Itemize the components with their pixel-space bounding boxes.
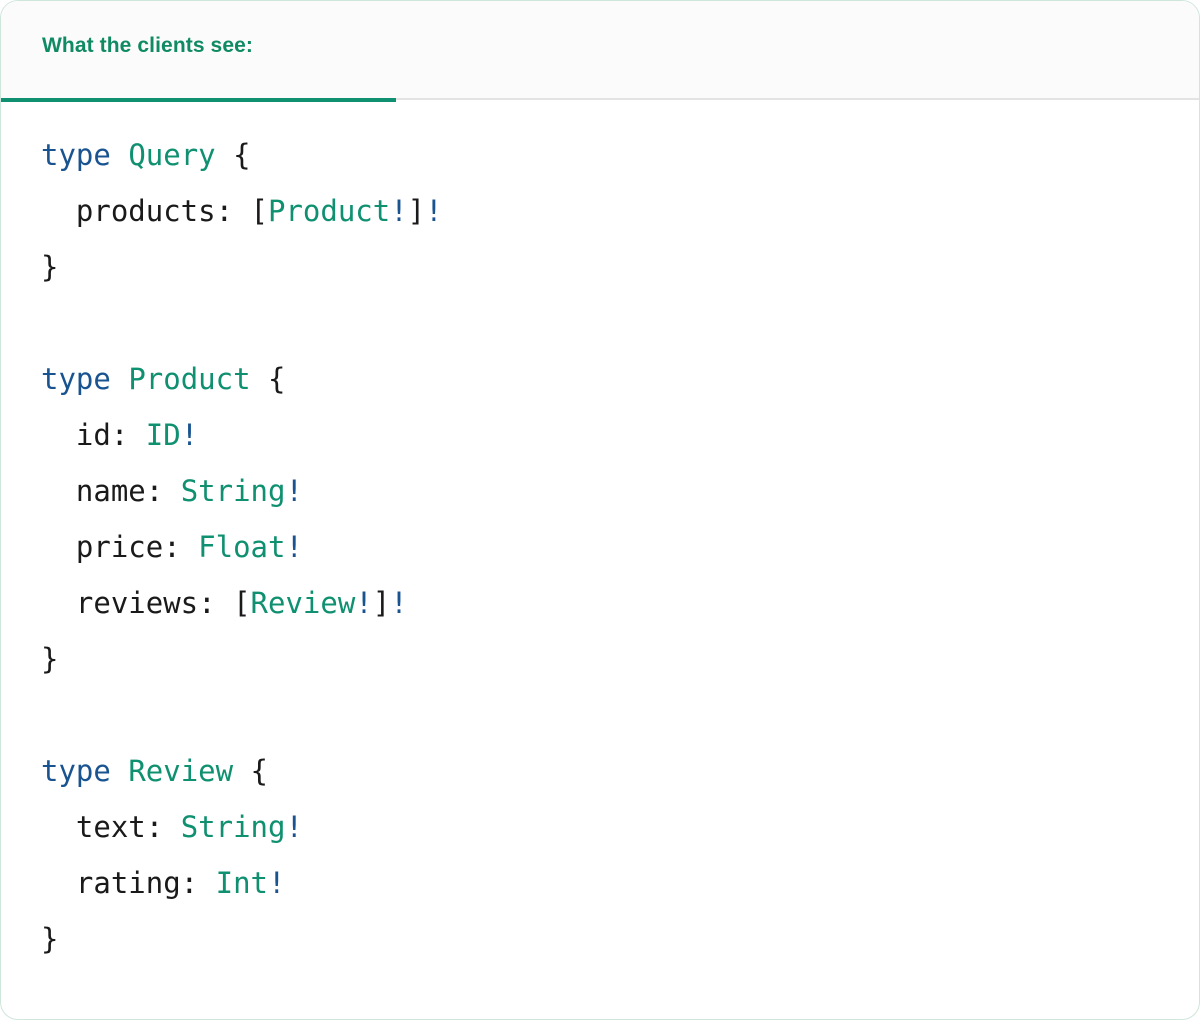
code-token-punc [111,138,128,172]
code-token-bang: ! [268,866,286,900]
code-token-type: Review [128,754,234,788]
code-token-punc: { [250,362,286,396]
tab-strip: What the clients see: [1,1,1199,102]
tab-what-the-clients-see[interactable]: What the clients see: [1,1,396,102]
code-token-punc: ] [407,194,426,228]
code-line: text: String! [41,799,1199,855]
code-token-bang: ! [285,474,303,508]
code-line: } [41,631,1199,687]
code-line: } [41,911,1199,967]
code-line: type Product { [41,351,1199,407]
code-token-bang: ! [355,586,373,620]
code-token-punc: } [41,922,59,956]
code-token-kw: type [41,362,111,396]
code-token-type: ID [145,418,181,452]
code-token-kw: type [41,138,111,172]
code-token-punc: ] [372,586,391,620]
code-token-punc [128,418,145,452]
code-token-type: Review [250,586,356,620]
code-area: type Query { products: [Product!]!} type… [1,100,1199,967]
code-token-punc: } [41,642,59,676]
code-token-type: Product [128,362,251,396]
code-line: reviews: [Review!]! [41,575,1199,631]
code-token-punc: [ [215,586,251,620]
code-token-type: String [180,810,286,844]
code-token-kw: type [41,754,111,788]
code-token-field: rating: [75,866,199,900]
code-token-punc: } [41,250,59,284]
code-token-field: name: [75,474,164,508]
code-line: type Query { [41,127,1199,183]
code-token-punc [198,866,215,900]
code-token-bang: ! [425,194,443,228]
code-token-field: text: [75,810,164,844]
code-line: id: ID! [41,407,1199,463]
code-token-type: Float [198,530,286,564]
code-line: products: [Product!]! [41,183,1199,239]
code-token-type: Query [128,138,216,172]
code-token-punc: { [233,754,268,788]
code-token-type: String [180,474,286,508]
code-token-punc [181,530,198,564]
code-token-field: id: [75,418,129,452]
code-token-bang: ! [285,810,303,844]
code-token-punc: [ [233,194,268,228]
code-token-type: Product [267,194,391,228]
tab-label: What the clients see: [42,34,253,57]
code-token-bang: ! [180,418,199,452]
code-line: rating: Int! [41,855,1199,911]
code-line: price: Float! [41,519,1199,575]
code-line-blank [41,295,1199,351]
code-token-type: Int [215,866,268,900]
code-token-punc [111,362,128,396]
code-token-field: price: [75,530,181,564]
code-token-field: products: [75,194,234,228]
code-token-field: reviews: [75,586,216,620]
graphql-schema-code[interactable]: type Query { products: [Product!]!} type… [41,127,1199,967]
code-token-punc [111,754,128,788]
code-token-bang: ! [390,194,408,228]
code-line: name: String! [41,463,1199,519]
code-line: } [41,239,1199,295]
code-line-blank [41,687,1199,743]
code-token-bang: ! [390,586,408,620]
code-line: type Review { [41,743,1199,799]
code-token-punc: { [215,138,251,172]
tab-active-underline [1,98,396,102]
code-token-punc [163,474,180,508]
code-token-bang: ! [285,530,303,564]
code-token-punc [163,810,180,844]
